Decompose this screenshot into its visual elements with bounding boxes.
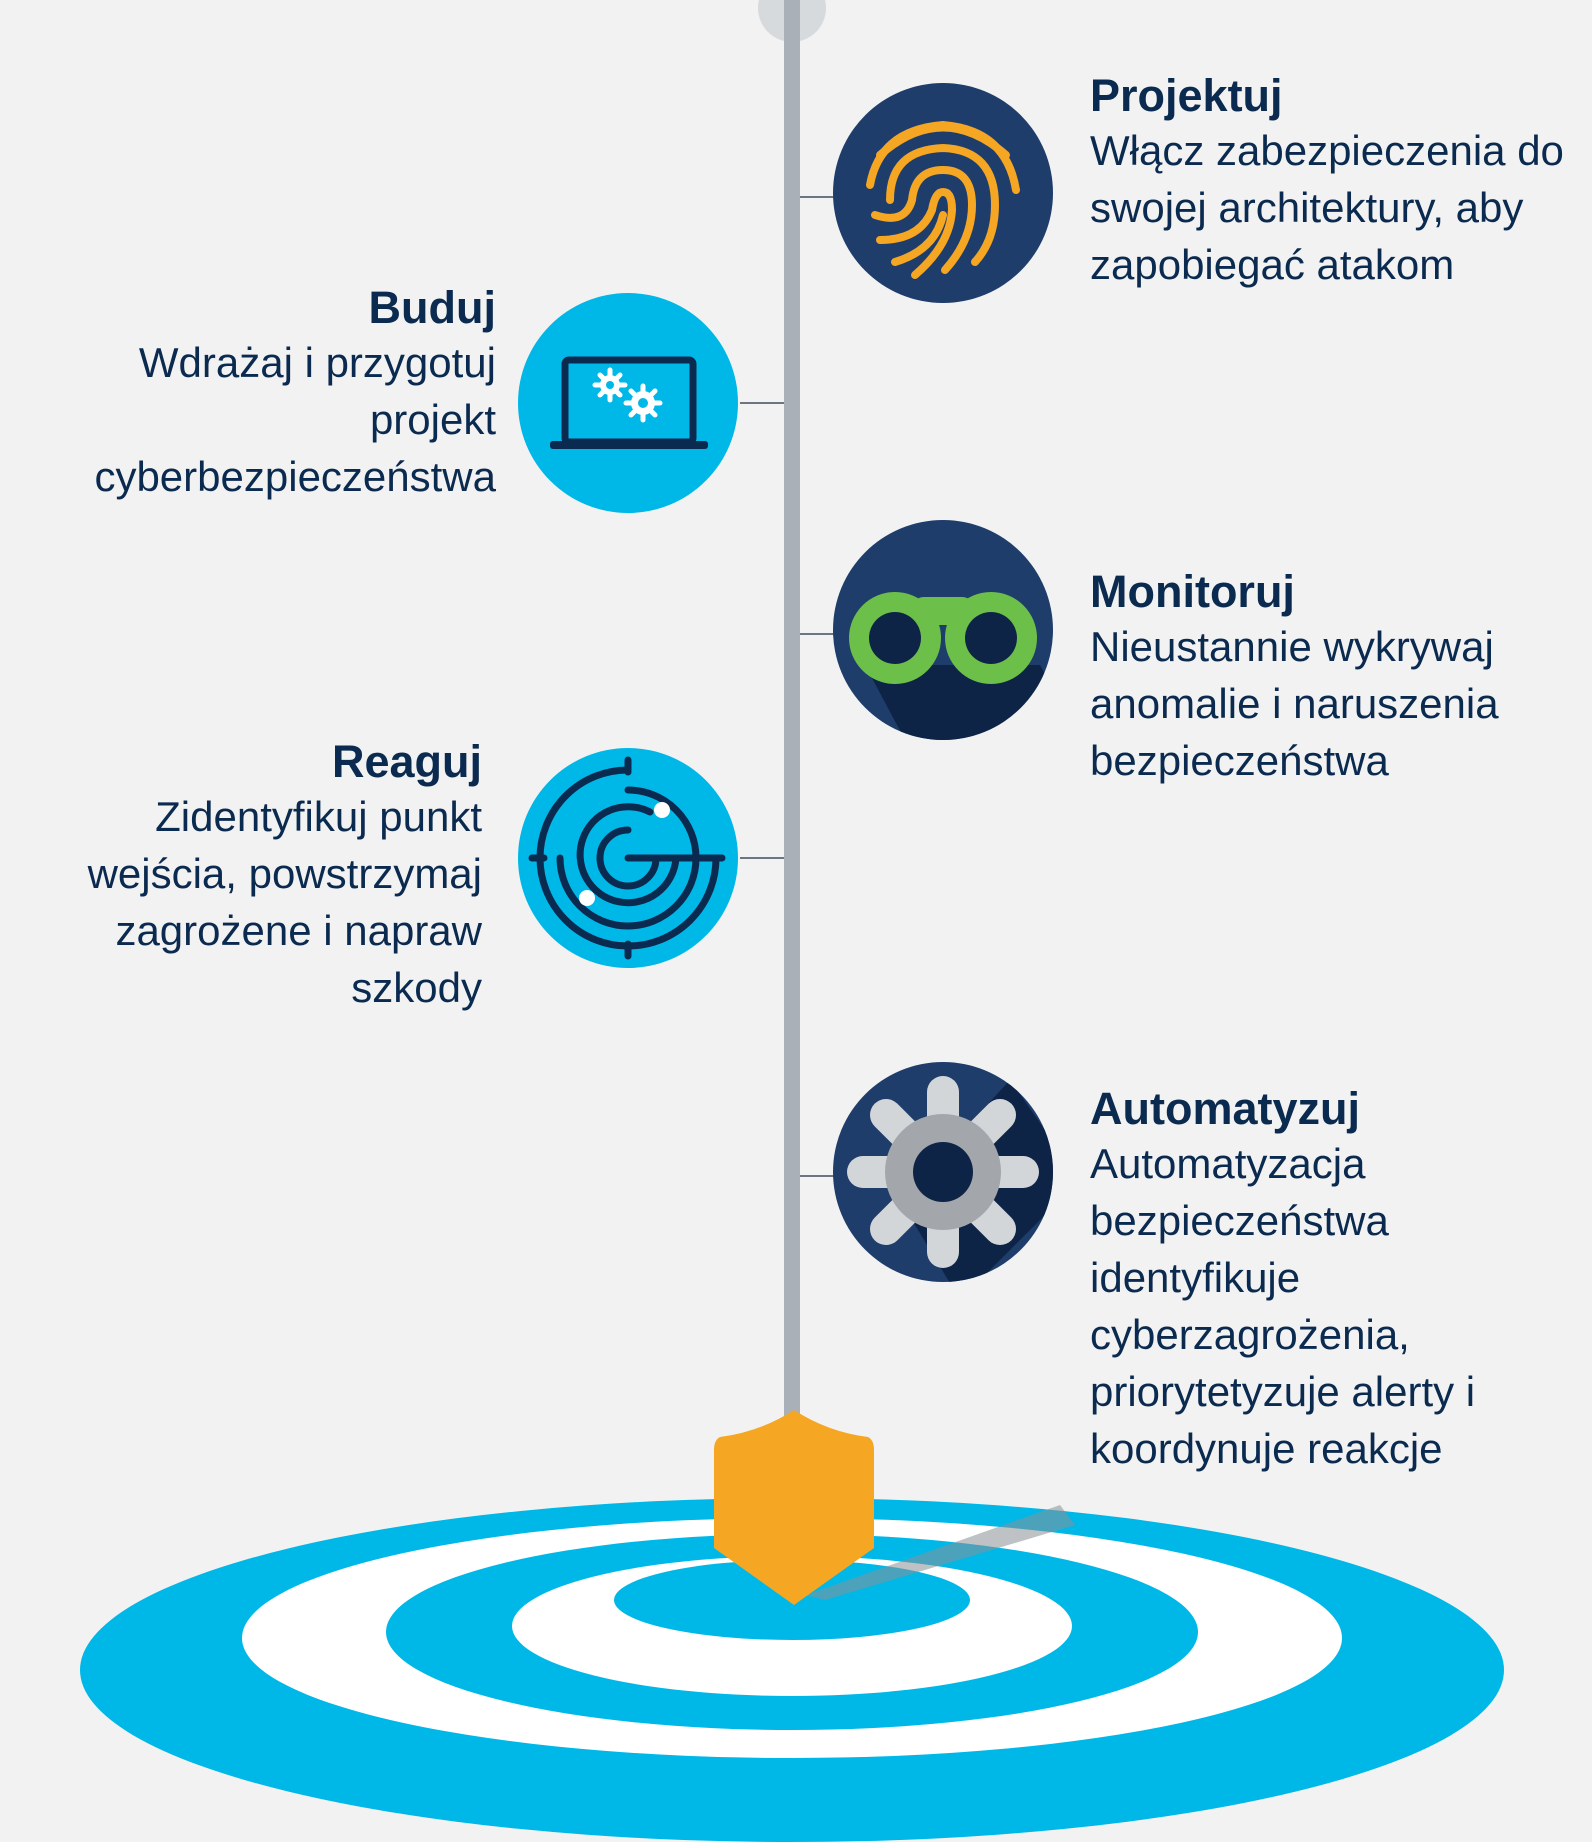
gear-icon bbox=[833, 1062, 1053, 1282]
fingerprint-icon bbox=[833, 83, 1053, 303]
step-monitor: Monitoruj Nieustannie wykrywaj anomalie … bbox=[1090, 566, 1585, 789]
step-automate-description: Automatyzacja bezpieczeństwa identyfikuj… bbox=[1090, 1140, 1476, 1472]
timeline-line bbox=[740, 0, 836, 1420]
step-build-description: Wdrażaj i przygotuj projekt cyberbezpiec… bbox=[94, 339, 496, 500]
step-design: Projektuj Włącz zabezpieczenia do swojej… bbox=[1090, 70, 1585, 293]
laptop-gears-icon bbox=[518, 293, 738, 513]
step-automate-title: Automatyzuj bbox=[1090, 1083, 1360, 1134]
step-build: Buduj Wdrażaj i przygotuj projekt cyberb… bbox=[8, 282, 496, 505]
step-design-description: Włącz zabezpieczenia do swojej architekt… bbox=[1090, 127, 1564, 288]
step-monitor-description: Nieustannie wykrywaj anomalie i naruszen… bbox=[1090, 623, 1499, 784]
step-automate: Automatyzuj Automatyzacja bezpieczeństwa… bbox=[1090, 1083, 1585, 1477]
target-icon bbox=[80, 1498, 1504, 1842]
step-respond-description: Zidentyfikuj punkt wejścia, powstrzymaj … bbox=[87, 793, 482, 1011]
shield-icon bbox=[714, 1410, 1075, 1605]
step-respond: Reaguj Zidentyfikuj punkt wejścia, powst… bbox=[40, 736, 482, 1016]
binoculars-icon bbox=[833, 520, 1053, 740]
radar-icon bbox=[518, 748, 738, 968]
step-build-title: Buduj bbox=[368, 282, 496, 333]
step-respond-title: Reaguj bbox=[331, 736, 482, 787]
step-monitor-title: Monitoruj bbox=[1090, 566, 1295, 617]
step-design-title: Projektuj bbox=[1090, 70, 1283, 121]
